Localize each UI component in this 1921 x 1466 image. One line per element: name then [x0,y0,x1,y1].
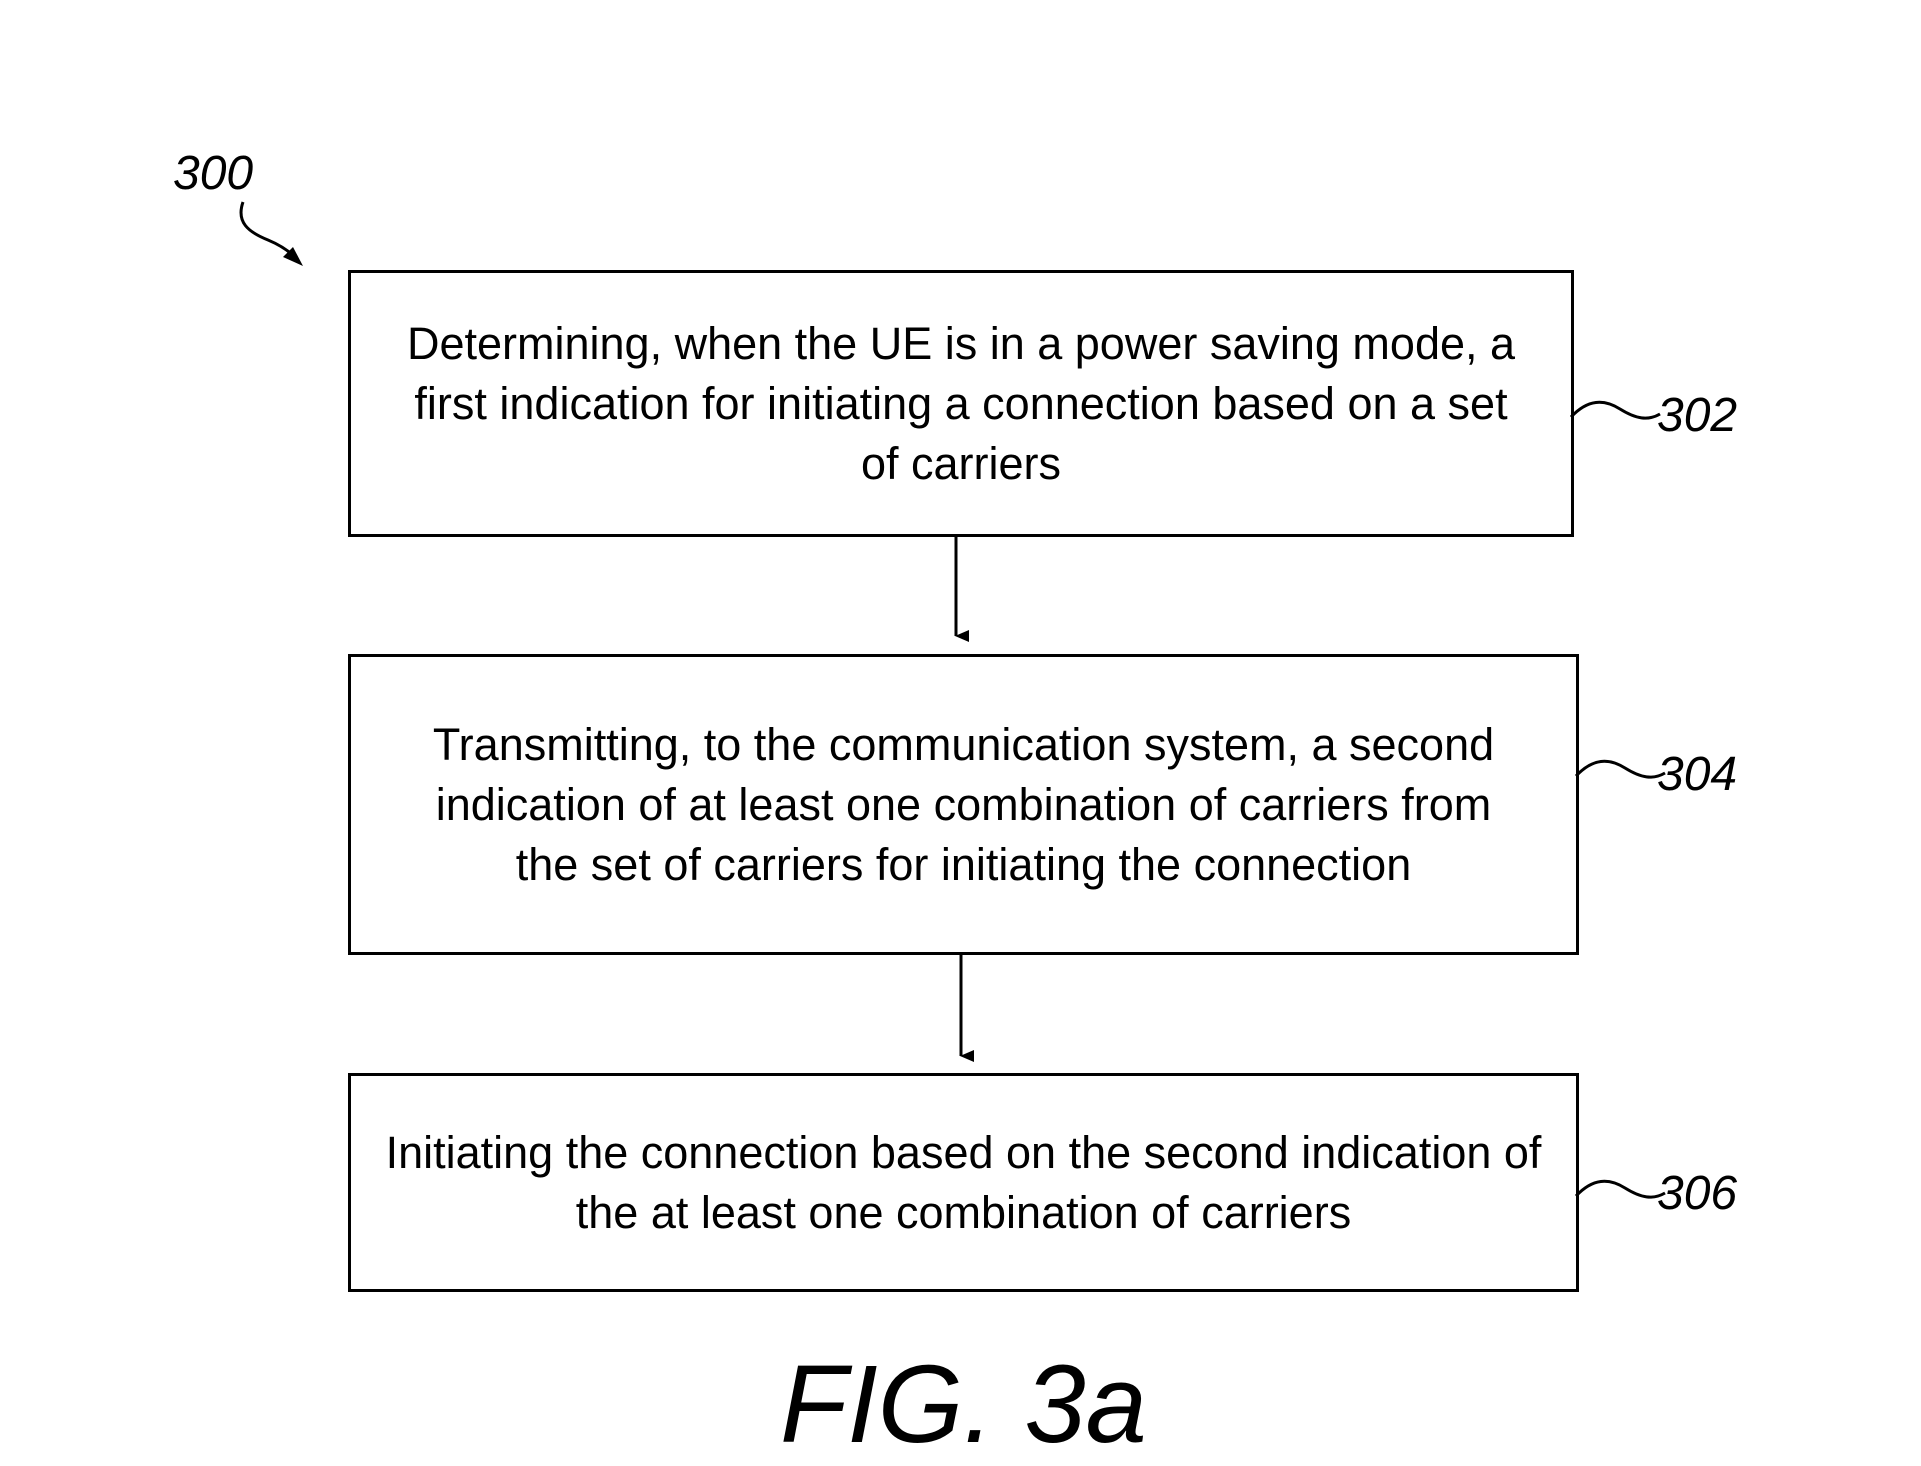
step-306-text: Initiating the connection based on the s… [385,1126,1542,1238]
step-302-ref-label: 302 [1657,389,1738,442]
step-304-ref-label: 304 [1657,748,1738,801]
reference-300-arrowhead [283,247,303,266]
step-304-text: Transmitting, to the communication syste… [432,718,1495,890]
step-306-ref-label: 306 [1657,1167,1738,1220]
leader-304 [1574,759,1666,779]
figure-label: FIG. 3a [780,1343,1147,1466]
leader-306 [1574,1179,1666,1199]
step-302-text: Determining, when the UE is in a power s… [406,317,1516,489]
step-box-304: Transmitting, to the communication syste… [348,654,1579,955]
step-box-306: Initiating the connection based on the s… [348,1073,1579,1292]
reference-300-label: 300 [173,147,254,200]
reference-300-pointer [239,201,298,260]
leader-302 [1569,400,1661,420]
step-box-302: Determining, when the UE is in a power s… [348,270,1574,537]
